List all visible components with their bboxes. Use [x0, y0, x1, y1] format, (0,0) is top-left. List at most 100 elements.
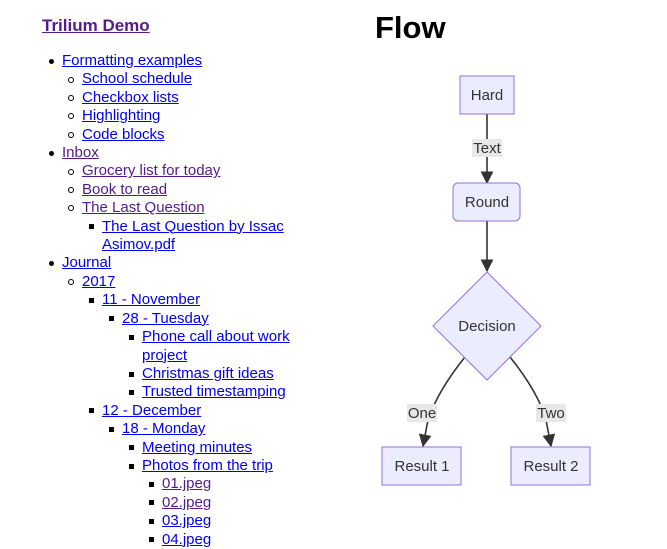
- tree-item-link[interactable]: 04.jpeg: [162, 530, 212, 548]
- tree-item-link[interactable]: The Last Question: [82, 199, 205, 217]
- tree-item: The Last Question by Issac Asimov.pdf: [0, 218, 310, 255]
- tree-item: 01.jpeg: [0, 475, 310, 493]
- tree-item-link[interactable]: Book to read: [82, 180, 168, 198]
- tree-bullet-icon: [146, 531, 156, 549]
- node-decision-label: Decision: [458, 318, 516, 335]
- disc-bullet-icon: [48, 150, 54, 156]
- node-decision: [432, 271, 542, 381]
- tree-item: 11 - November: [0, 291, 310, 309]
- node-result1-label: Result 1: [394, 458, 449, 475]
- tree-bullet-icon: [126, 328, 136, 346]
- edge-decision-result2: [509, 356, 556, 448]
- tree-item-link[interactable]: 18 - Monday: [122, 420, 206, 438]
- circle-bullet-icon: [68, 131, 74, 138]
- square-bullet-icon: [88, 224, 94, 230]
- flowchart-diagram: Text One Two Hard Round Decision Result …: [381, 75, 591, 486]
- tree-item: Photos from the trip: [0, 457, 310, 475]
- node-result2: [510, 446, 591, 486]
- edge-label-text-bg: [472, 139, 502, 157]
- disc-bullet-icon: [48, 58, 54, 64]
- node-round: [452, 182, 521, 222]
- circle-bullet-icon: [68, 168, 74, 175]
- tree-item-link[interactable]: 2017: [82, 272, 116, 290]
- tree-item-link[interactable]: Highlighting: [82, 107, 161, 125]
- circle-bullet-icon: [68, 205, 74, 212]
- tree-item: 2017: [0, 273, 310, 291]
- circle-bullet-icon: [68, 76, 74, 83]
- tree-item: Grocery list for today: [0, 162, 310, 180]
- tree-item-link[interactable]: Meeting minutes: [142, 438, 253, 456]
- disc-bullet-icon: [48, 261, 54, 267]
- tree-bullet-icon: [46, 52, 56, 70]
- tree-item: 28 - Tuesday: [0, 310, 310, 328]
- tree-item-link[interactable]: Formatting examples: [62, 52, 203, 69]
- tree-item-link[interactable]: Photos from the trip: [142, 456, 273, 474]
- tree-item: 02.jpeg: [0, 494, 310, 512]
- edge-label-two: Two: [537, 405, 565, 422]
- tree-item-link[interactable]: 12 - December: [102, 401, 202, 419]
- node-result2-label: Result 2: [523, 458, 578, 475]
- tree-bullet-icon: [66, 162, 76, 180]
- node-result1: [381, 446, 462, 486]
- tree-item-link[interactable]: 02.jpeg: [162, 493, 212, 511]
- tree-item: Trusted timestamping: [0, 383, 310, 401]
- tree-bullet-icon: [126, 383, 136, 401]
- tree-item: 04.jpeg: [0, 531, 310, 549]
- tree-item: Formatting examples: [0, 52, 310, 70]
- node-hard-label: Hard: [471, 87, 504, 104]
- tree-item-link[interactable]: Checkbox lists: [82, 88, 179, 106]
- circle-bullet-icon: [68, 113, 74, 120]
- tree-item: Book to read: [0, 181, 310, 199]
- edge-label-two-bg: [536, 404, 566, 422]
- tree-item: Journal: [0, 254, 310, 272]
- square-bullet-icon: [128, 463, 134, 469]
- tree-item: School schedule: [0, 70, 310, 88]
- square-bullet-icon: [88, 297, 94, 303]
- tree-bullet-icon: [66, 89, 76, 107]
- square-bullet-icon: [128, 445, 134, 451]
- tree-item-link[interactable]: Inbox: [62, 144, 99, 162]
- square-bullet-icon: [128, 371, 134, 377]
- tree-item-link[interactable]: 28 - Tuesday: [122, 309, 209, 327]
- tree-item-link[interactable]: Grocery list for today: [82, 162, 221, 180]
- site-title-link[interactable]: Trilium Demo: [42, 16, 150, 35]
- tree-bullet-icon: [86, 402, 96, 420]
- edge-decision-result1: [418, 356, 466, 448]
- tree-item-link[interactable]: Journal: [62, 254, 112, 272]
- tree-item: The Last Question: [0, 199, 310, 217]
- square-bullet-icon: [128, 390, 134, 395]
- flow-title: Flow: [375, 10, 446, 45]
- tree-bullet-icon: [126, 439, 136, 457]
- tree-item: Highlighting: [0, 107, 310, 125]
- tree-bullet-icon: [146, 494, 156, 512]
- tree-item-link[interactable]: School schedule: [82, 70, 193, 88]
- tree-bullet-icon: [86, 291, 96, 309]
- tree-item-link[interactable]: Christmas gift ideas: [142, 364, 274, 382]
- tree-item-link[interactable]: 01.jpeg: [162, 475, 212, 493]
- tree-bullet-icon: [66, 199, 76, 217]
- square-bullet-icon: [148, 537, 154, 543]
- tree-item-link[interactable]: 03.jpeg: [162, 512, 212, 530]
- edge-label-one: One: [408, 405, 436, 422]
- edge-label-one-bg: [407, 404, 437, 422]
- tree-bullet-icon: [46, 144, 56, 162]
- tree-bullet-icon: [86, 218, 96, 236]
- tree-item: Phone call about work project: [0, 328, 310, 365]
- circle-bullet-icon: [68, 187, 74, 194]
- tree-item: Meeting minutes: [0, 439, 310, 457]
- tree-bullet-icon: [126, 457, 136, 475]
- tree-item-link[interactable]: Code blocks: [82, 125, 165, 143]
- tree-item-link[interactable]: Phone call about work project: [142, 328, 290, 364]
- square-bullet-icon: [108, 316, 114, 322]
- tree-item-link[interactable]: Trusted timestamping: [142, 383, 286, 401]
- tree-bullet-icon: [106, 420, 116, 438]
- tree-item-link[interactable]: The Last Question by Issac Asimov.pdf: [102, 217, 284, 254]
- square-bullet-icon: [148, 482, 154, 488]
- tree-item: Christmas gift ideas: [0, 365, 310, 383]
- tree-item: Inbox: [0, 144, 310, 162]
- tree-item: 18 - Monday: [0, 420, 310, 438]
- tree-item-link[interactable]: 11 - November: [102, 291, 201, 309]
- tree-item: Checkbox lists: [0, 89, 310, 107]
